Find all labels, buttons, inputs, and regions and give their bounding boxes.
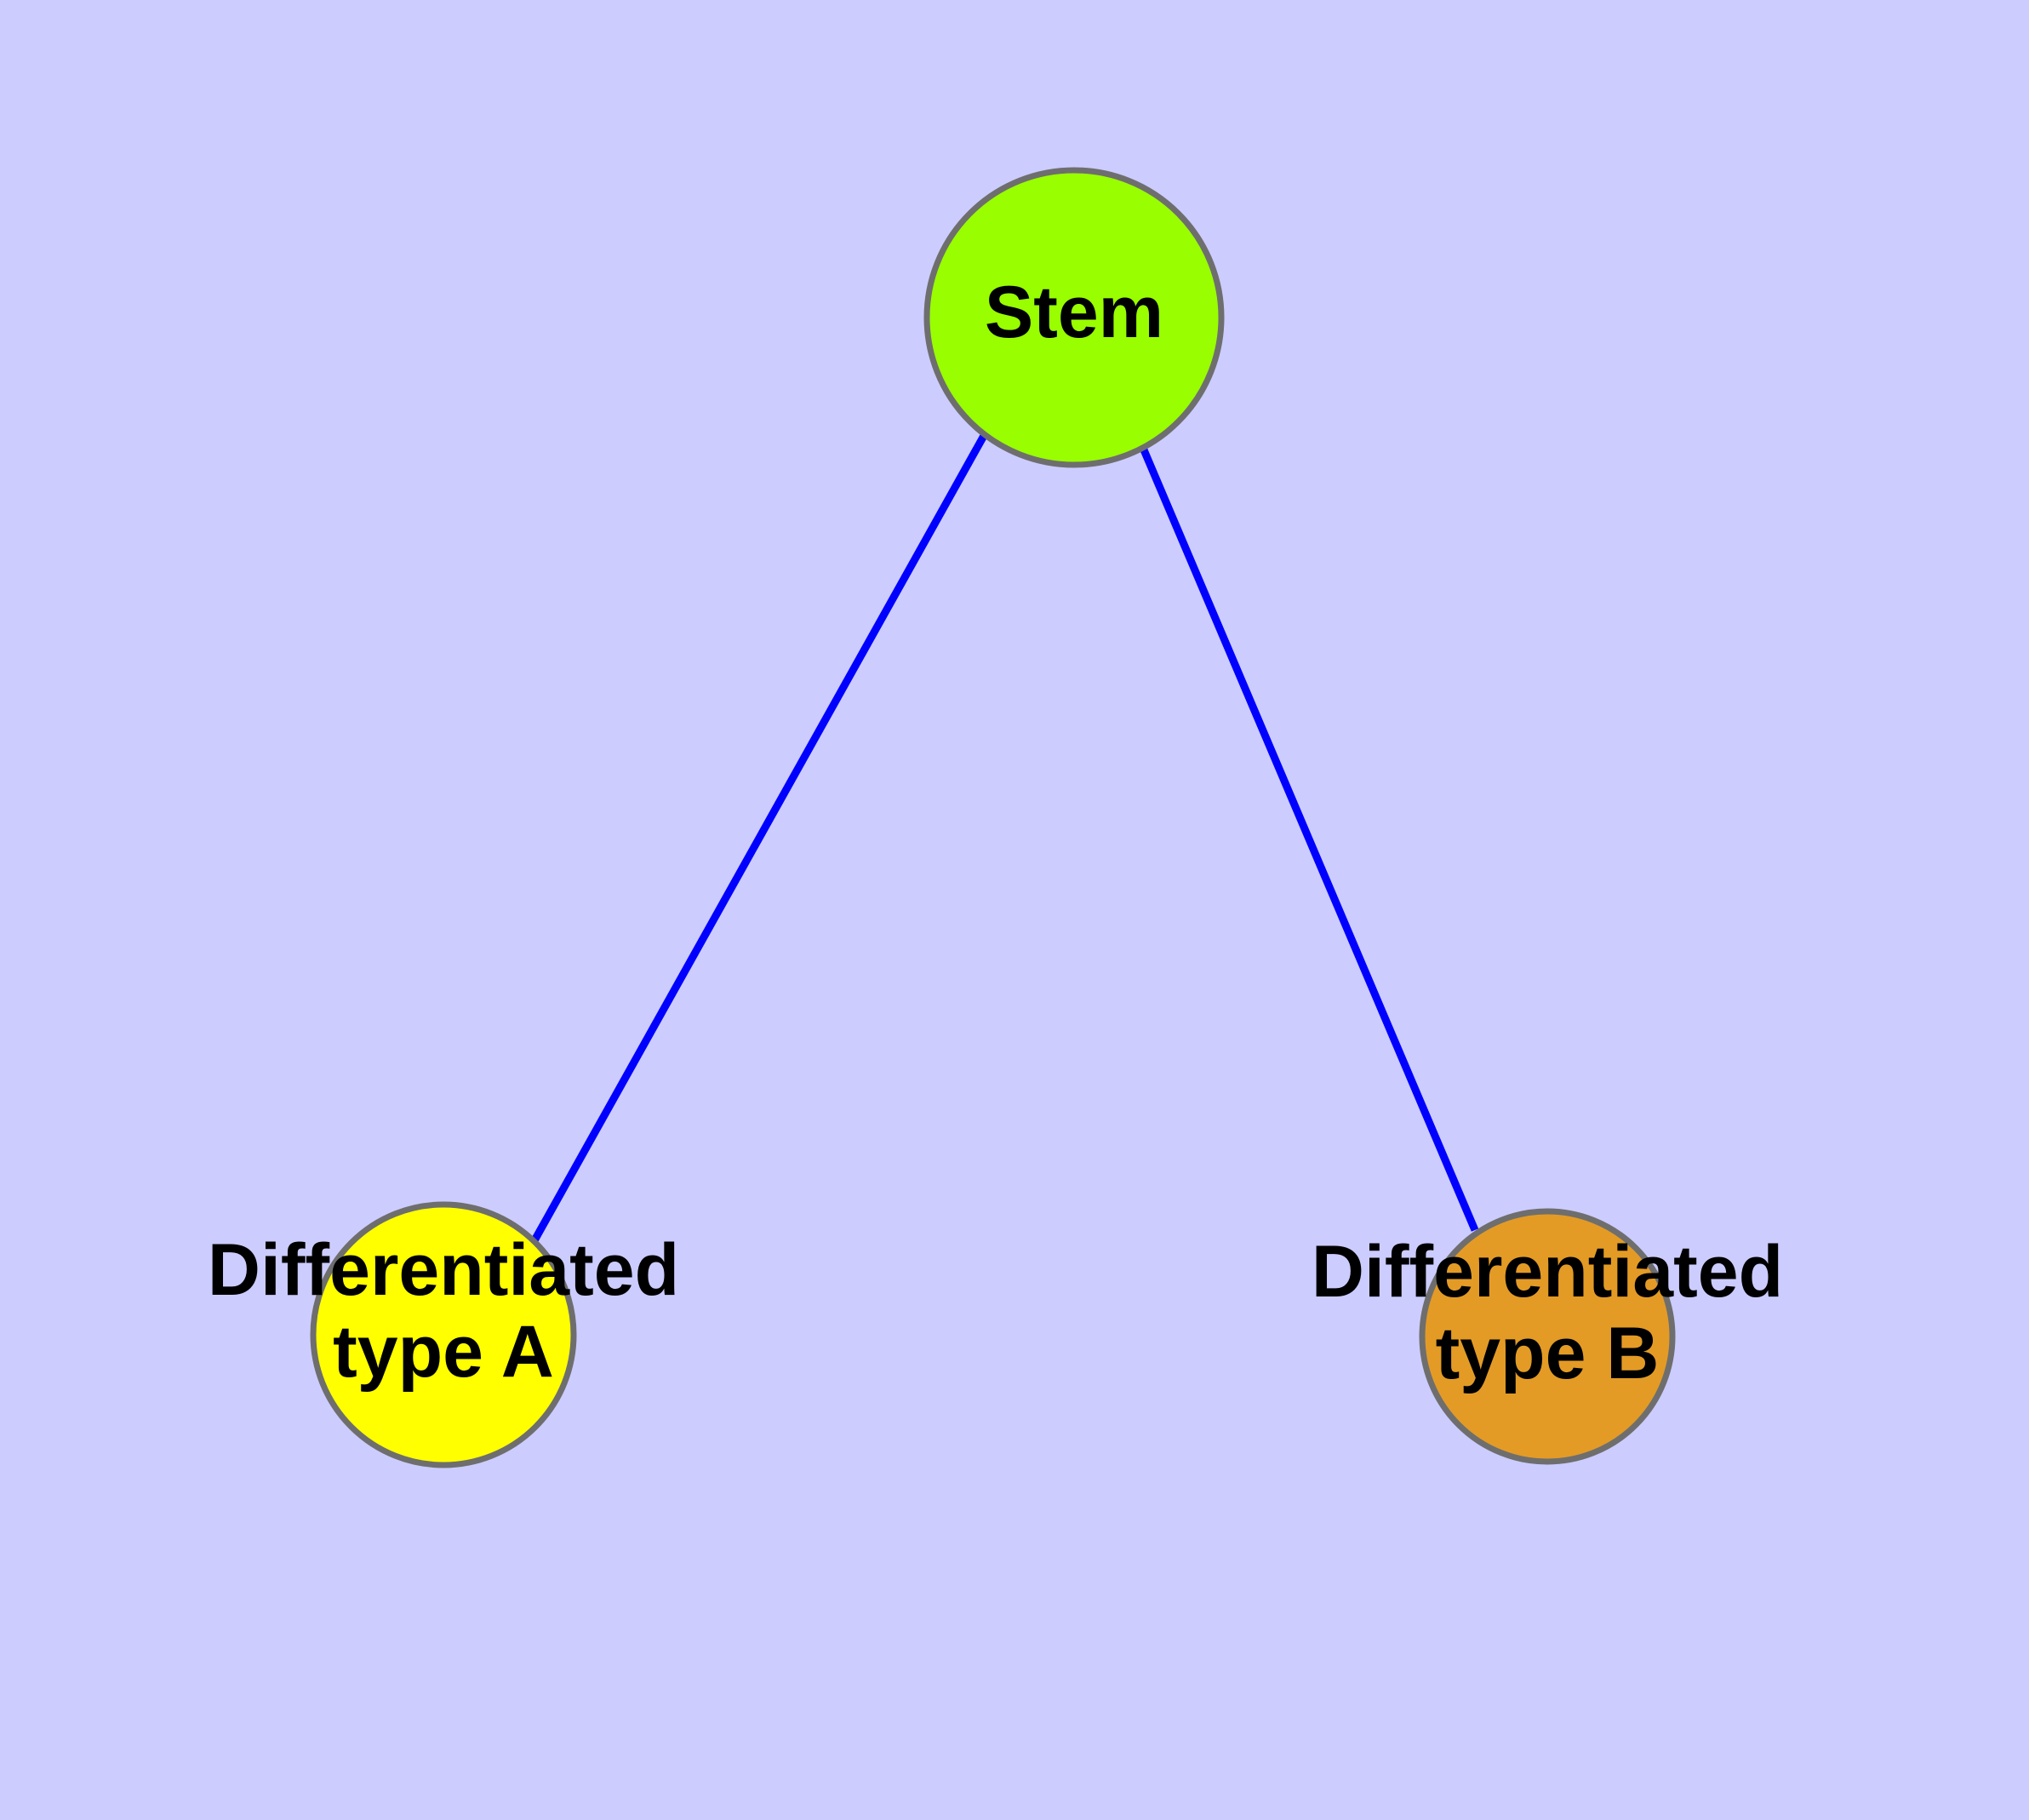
graph-edge-stem-to-diff_b[interactable]: [1134, 434, 1479, 1232]
node-label-stem: Stem: [985, 272, 1163, 353]
edges-layer: [530, 432, 1479, 1245]
node-label-line: type A: [333, 1311, 554, 1393]
graph-node-stem[interactable]: [923, 167, 1225, 468]
node-label-line: Differentiated: [1312, 1231, 1783, 1313]
graph-node-diff_b[interactable]: [1419, 1208, 1676, 1465]
node-label-line: Stem: [985, 272, 1163, 353]
node-label-line: Differentiated: [208, 1229, 679, 1311]
node-label-line: type B: [1436, 1313, 1660, 1394]
graph-node-diff_a[interactable]: [310, 1201, 577, 1468]
nodes-layer: [310, 167, 1676, 1468]
graph-edge-stem-to-diff_a[interactable]: [530, 432, 988, 1245]
